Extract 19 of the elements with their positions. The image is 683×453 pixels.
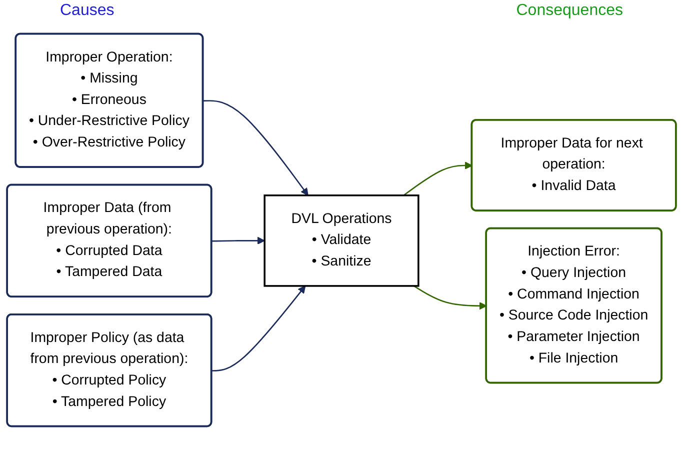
node-label: • Under-Restrictive Policy [28, 114, 190, 129]
text-box: Improper Data for next operation: • Invalid Data [470, 119, 677, 212]
text-box: DVL Operations • Validate • Sanitize [264, 194, 420, 287]
column-heading: Consequences [516, 2, 623, 20]
text-box: Injection Error: • Query Injection • Command Injection • Source Code Injection • Parameter Injection • File Injection [485, 227, 662, 384]
text-box: Improper Policy (as data from previous operation): • Corrupted Policy • Tampered Policy [6, 313, 212, 428]
node-label: Improper Operation: [46, 50, 173, 65]
node-label: • Over-Restrictive Policy [32, 134, 186, 150]
column-heading: Causes [60, 2, 114, 20]
node-label: Injection Error: [528, 244, 620, 260]
node-label: • Parameter Injection [508, 329, 640, 345]
node-label: • Query Injection [522, 266, 626, 281]
text-box: Improper Operation: • Missing • Erroneous • Under-Restrictive Policy • Over-Restrictive Policy [14, 32, 204, 168]
node-label: • Missing [80, 71, 138, 86]
text-box: Improper Data (from previous operation): • Corrupted Data • Tampered Data [6, 184, 212, 298]
node-label: • Source Code Injection [499, 308, 648, 324]
node-label: • Erroneous [72, 92, 146, 108]
node-label: • File Injection [529, 350, 618, 366]
node-label: • Command Injection [508, 286, 640, 302]
